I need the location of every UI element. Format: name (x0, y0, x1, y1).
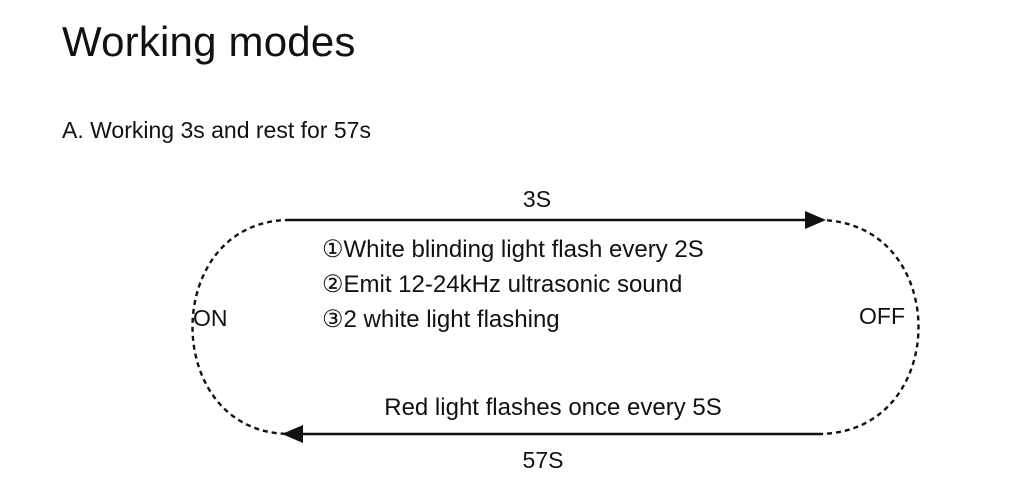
step-2-text: Emit 12-24kHz ultrasonic sound (344, 271, 683, 298)
work-action-item: ②Emit 12-24kHz ultrasonic sound (322, 271, 682, 298)
step-3-marker: ③ (322, 306, 344, 333)
mode-a-heading: A. Working 3s and rest for 57s (62, 117, 371, 143)
off-state-label: OFF (859, 303, 905, 329)
work-action-item: ③2 white light flashing (322, 306, 560, 333)
on-state-label: ON (193, 305, 228, 331)
step-1-text: White blinding light flash every 2S (344, 236, 704, 263)
step-3-text: 2 white light flashing (344, 306, 560, 333)
off-side-loop (817, 218, 920, 436)
on-side-loop (191, 218, 291, 436)
page-title: Working modes (62, 18, 356, 65)
rest-duration-label: 57S (523, 447, 564, 473)
step-1-marker: ① (322, 236, 344, 263)
work-action-item: ①White blinding light flash every 2S (322, 236, 704, 263)
rest-action-label: Red light flashes once every 5S (384, 394, 722, 421)
work-arrowhead (805, 211, 826, 229)
rest-arrowhead (282, 425, 303, 443)
step-2-marker: ② (322, 271, 344, 298)
work-duration-label: 3S (523, 186, 551, 212)
